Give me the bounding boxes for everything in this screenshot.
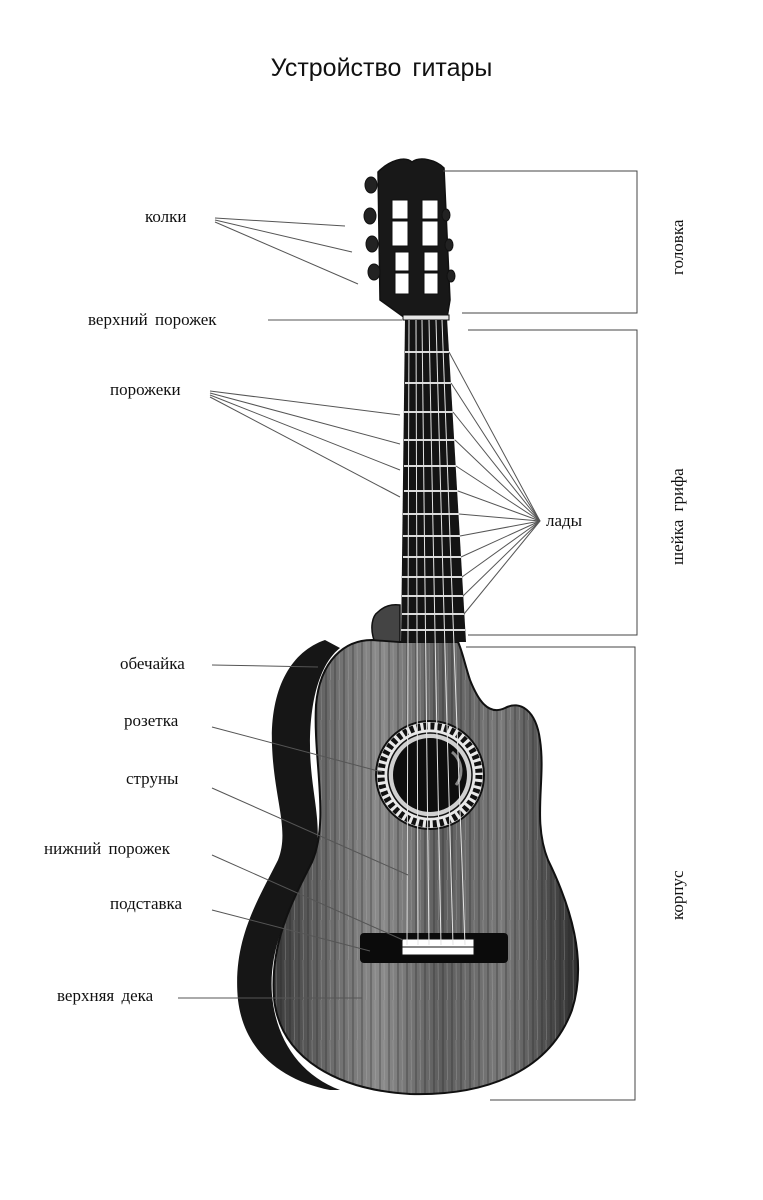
guitar-bridge [360, 933, 508, 963]
label-struny: струны [126, 769, 179, 788]
label-nizhniy-porozhek: нижний порожек [44, 839, 170, 858]
section-golovka: головка [668, 219, 687, 275]
label-obechayka: обечайка [120, 654, 185, 673]
label-rozetka: розетка [124, 711, 179, 730]
section-korpus: корпус [668, 870, 687, 920]
label-verkhniy-porozhek: верхний порожек [88, 310, 217, 329]
guitar-side [237, 640, 340, 1090]
page-title: Устройство гитары [270, 54, 493, 82]
guitar-headstock [363, 158, 456, 321]
label-kolki: колки [145, 207, 187, 226]
guitar-strings [406, 319, 466, 946]
section-sheyka-grifa: шейка грифа [668, 468, 687, 565]
label-verkhnyaya-deka: верхняя дека [57, 986, 154, 1005]
label-podstavka: подставка [110, 894, 183, 913]
leader-lines [178, 217, 541, 999]
guitar-neck [401, 318, 466, 642]
section-brackets [443, 170, 638, 1101]
label-porozheki: порожеки [110, 380, 181, 399]
guitar-body-top [272, 604, 580, 1096]
label-lady: лады [546, 511, 583, 530]
guitar-rosette [375, 720, 485, 830]
